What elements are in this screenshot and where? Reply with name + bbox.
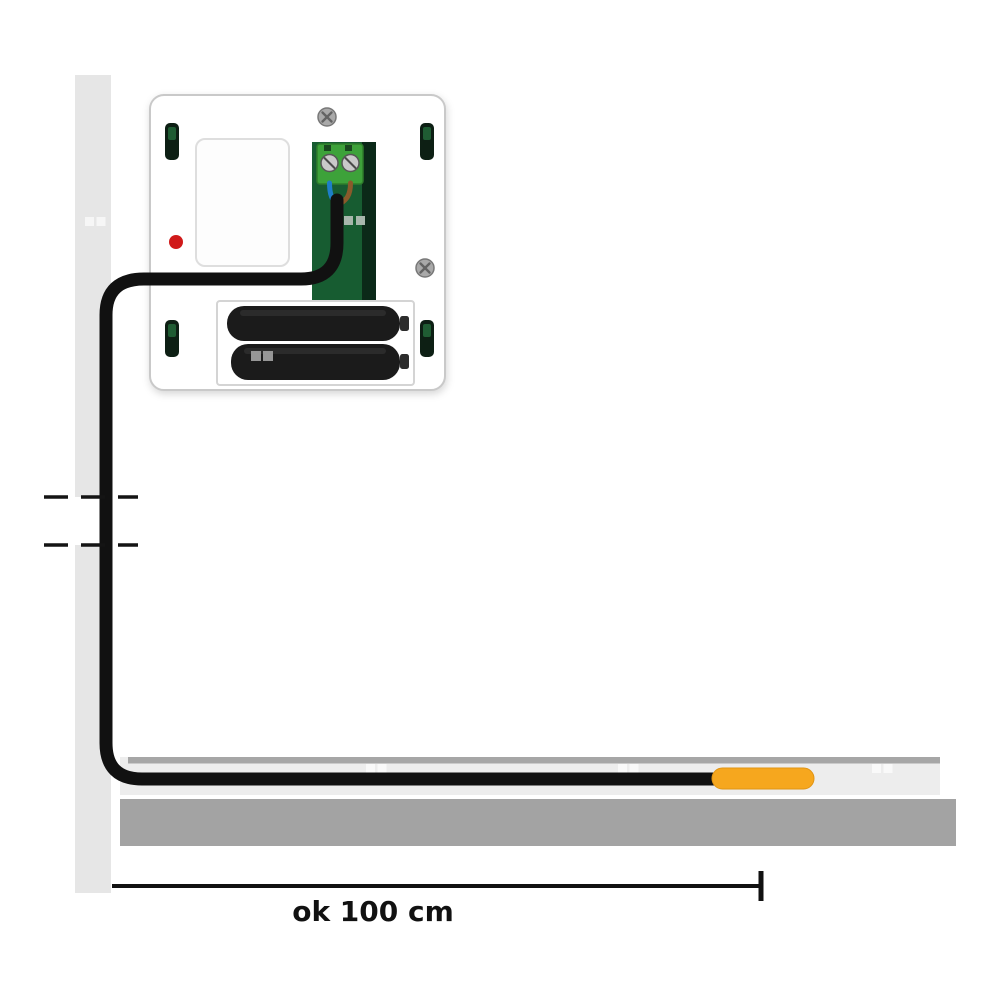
terminal-screw-slot — [323, 157, 336, 169]
battery-top — [227, 306, 409, 341]
terminal-notch — [324, 145, 331, 151]
sensor-probe — [711, 767, 815, 790]
terminal-screw — [320, 153, 339, 173]
terminal-block — [316, 143, 364, 185]
floor-texture-dot — [872, 764, 881, 773]
label-recess — [195, 138, 290, 267]
slot-inner — [423, 324, 431, 337]
floor-texture-dot — [883, 764, 893, 773]
floor-texture-dot — [377, 764, 387, 773]
floor-base — [120, 799, 956, 846]
screw-right — [415, 258, 435, 278]
floor-texture-dot — [366, 764, 375, 773]
floor-texture-dot — [629, 764, 639, 773]
battery-sheen — [240, 310, 386, 316]
battery-bottom — [231, 344, 409, 380]
measurement: ok 100 cm — [112, 871, 764, 928]
device-backplate — [149, 94, 446, 391]
battery-contact — [251, 351, 261, 361]
terminal-screw — [341, 153, 360, 173]
floor — [120, 757, 956, 846]
break-marks — [44, 495, 138, 547]
pcb-shadow — [362, 142, 376, 302]
floor-texture-dot — [618, 764, 627, 773]
battery-terminal-nub — [400, 316, 409, 331]
pcb-component — [344, 216, 353, 225]
wall-texture-dot — [85, 217, 94, 226]
terminal-screw-slot — [344, 157, 357, 169]
mounting-slot-bottom-left — [165, 320, 179, 357]
battery-terminal-nub — [400, 354, 409, 369]
screw-top — [317, 107, 337, 127]
screw-cross — [321, 111, 333, 123]
battery-compartment — [216, 300, 415, 386]
mounting-slot-bottom-right — [420, 320, 434, 357]
led-indicator — [169, 235, 183, 249]
measurement-label: ok 100 cm — [292, 895, 454, 928]
battery-sheen — [244, 348, 386, 354]
mounting-slot-top-right — [420, 123, 434, 160]
pcb-component — [356, 216, 365, 225]
sensor-cable — [99, 193, 723, 786]
screw-cross — [419, 262, 431, 274]
slot-inner — [168, 127, 176, 140]
battery-contact — [263, 351, 273, 361]
slot-inner — [423, 127, 431, 140]
floor-panel-edge — [128, 757, 940, 764]
terminal-notch — [345, 145, 352, 151]
wall-texture-dot — [96, 217, 106, 226]
slot-inner — [168, 324, 176, 337]
mounting-slot-top-left — [165, 123, 179, 160]
